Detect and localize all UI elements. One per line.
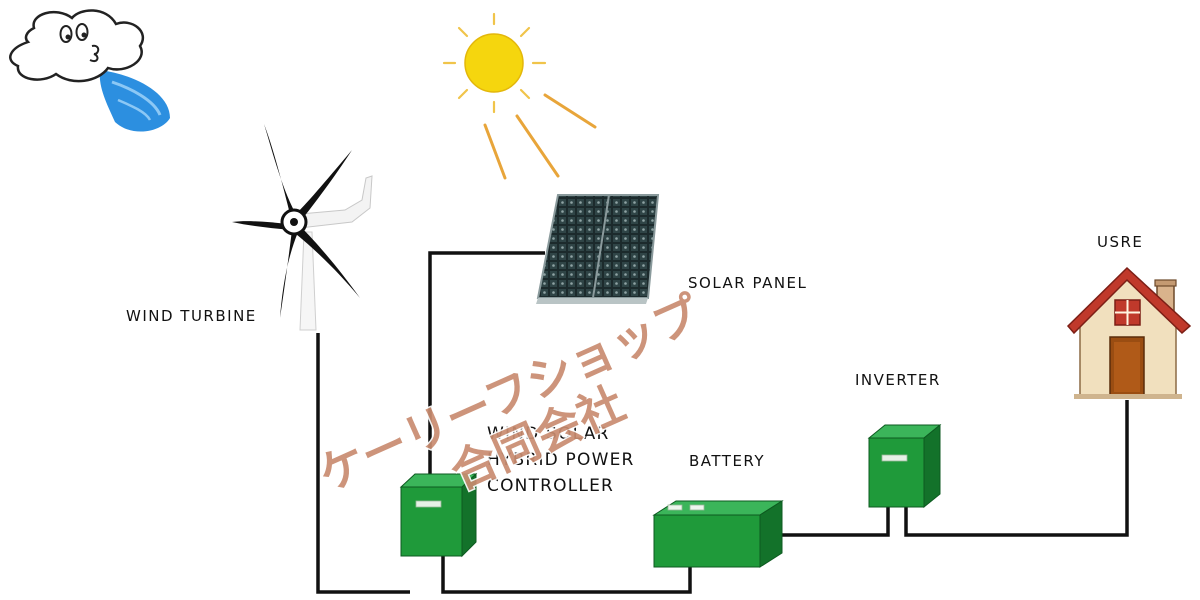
battery-label: BATTERY: [689, 452, 765, 470]
inverter-box: [867, 423, 942, 509]
sun-icon: [442, 12, 597, 180]
wire-turbine-controller: [316, 333, 410, 594]
user-label: USRE: [1097, 233, 1143, 251]
wire-inverter-house: [904, 400, 1129, 537]
watermark: ケーリーフショップ 合同会社: [309, 284, 710, 504]
wire-controller-battery: [441, 555, 692, 594]
wire-panel-controller: [428, 251, 545, 478]
house-icon: [1066, 266, 1192, 399]
battery-box: [652, 500, 784, 568]
controller-box: [399, 472, 478, 558]
wind-turbine-icon: [232, 124, 373, 331]
inverter-label: INVERTER: [855, 371, 941, 389]
wiring: [316, 251, 1129, 594]
solar-panel-icon: [536, 194, 660, 304]
controller-label-line2: HYBRID POWER: [487, 450, 635, 470]
cloud-blowing-wind-icon: [9, 9, 170, 132]
controller-label-line1: WIND SOLAR: [487, 424, 610, 444]
solar-panel-label: SOLAR PANEL: [688, 274, 807, 292]
wire-battery-inverter: [780, 506, 890, 537]
controller-label-line3: CONTROLLER: [487, 476, 614, 496]
wind-turbine-label: WIND TURBINE: [126, 307, 257, 325]
